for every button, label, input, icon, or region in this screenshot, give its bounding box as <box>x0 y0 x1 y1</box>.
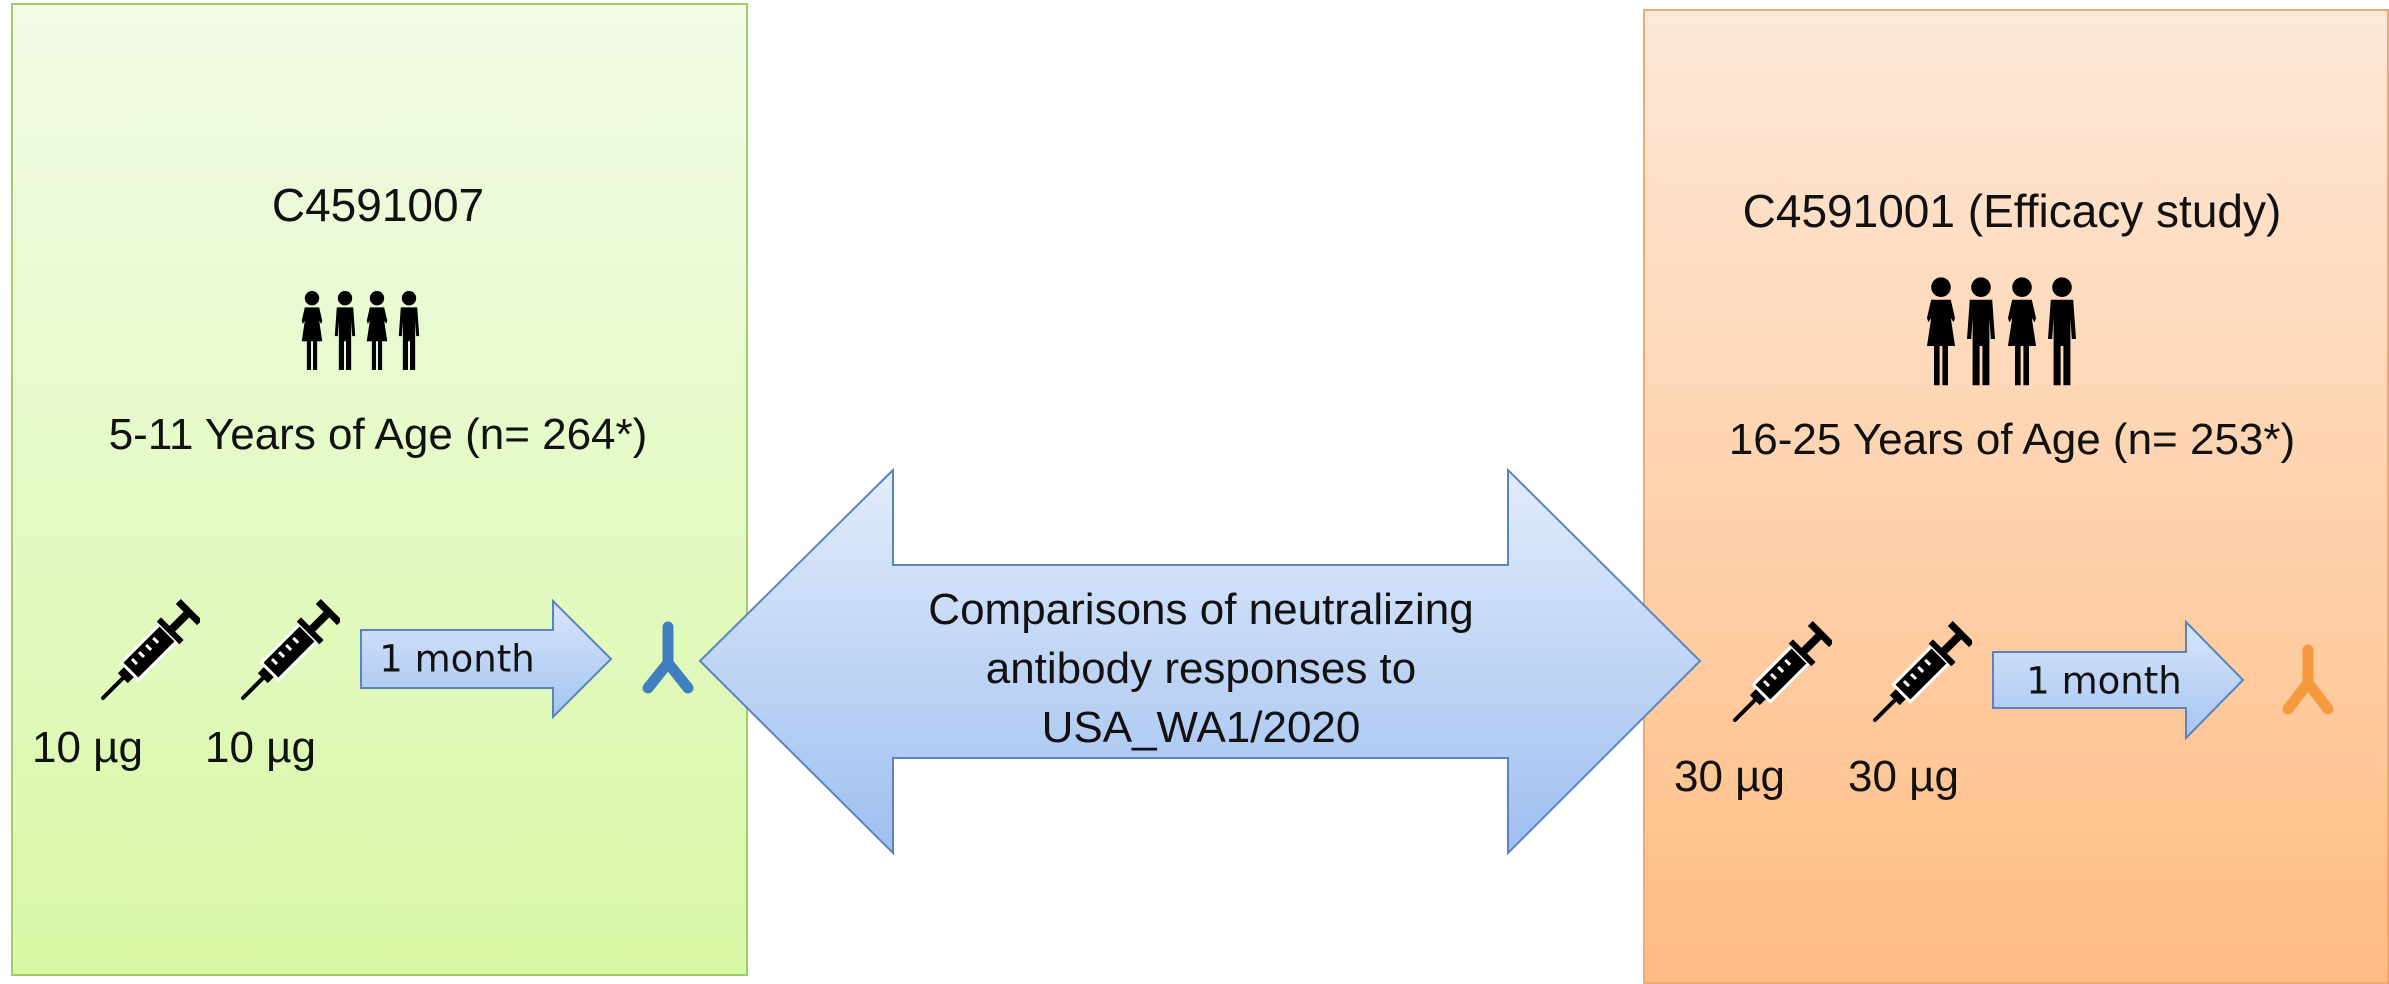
left-study-id: C4591007 <box>271 179 485 231</box>
left-dose-2: 10 µg <box>205 723 316 772</box>
syringe-icon <box>232 598 343 709</box>
people-group-icon-left <box>301 291 420 370</box>
comparison-line-2: antibody responses to <box>985 644 1417 693</box>
right-age-group: 16-25 Years of Age (n= 253*) <box>1728 415 2296 464</box>
comparison-line-3: USA_WA1/2020 <box>1041 703 1361 752</box>
right-study-id: C4591001 (Efficacy study) <box>1742 185 2282 237</box>
syringe-icon <box>1724 620 1835 731</box>
left-study-panel <box>11 3 748 976</box>
comparison-text: Comparisons of neutralizing antibody res… <box>891 580 1511 757</box>
right-arrow-icon-left <box>360 598 613 720</box>
left-dose-1: 10 µg <box>32 723 143 772</box>
people-group-icon-right <box>1927 277 2076 386</box>
right-arrow-icon-right <box>1992 619 2245 741</box>
left-interval-label: 1 month <box>379 637 535 681</box>
left-age-group: 5-11 Years of Age (n= 264*) <box>108 410 648 459</box>
syringe-icon <box>1864 620 1975 731</box>
antibody-icon-right <box>2282 644 2334 715</box>
double-arrow-icon <box>698 467 1702 856</box>
right-study-panel <box>1643 9 2389 984</box>
antibody-icon-left <box>642 621 694 694</box>
right-dose-1: 30 µg <box>1674 752 1785 801</box>
comparison-line-1: Comparisons of neutralizing <box>928 585 1474 634</box>
right-dose-2: 30 µg <box>1848 752 1959 801</box>
syringe-icon <box>92 598 203 709</box>
right-interval-label: 1 month <box>2026 659 2182 703</box>
